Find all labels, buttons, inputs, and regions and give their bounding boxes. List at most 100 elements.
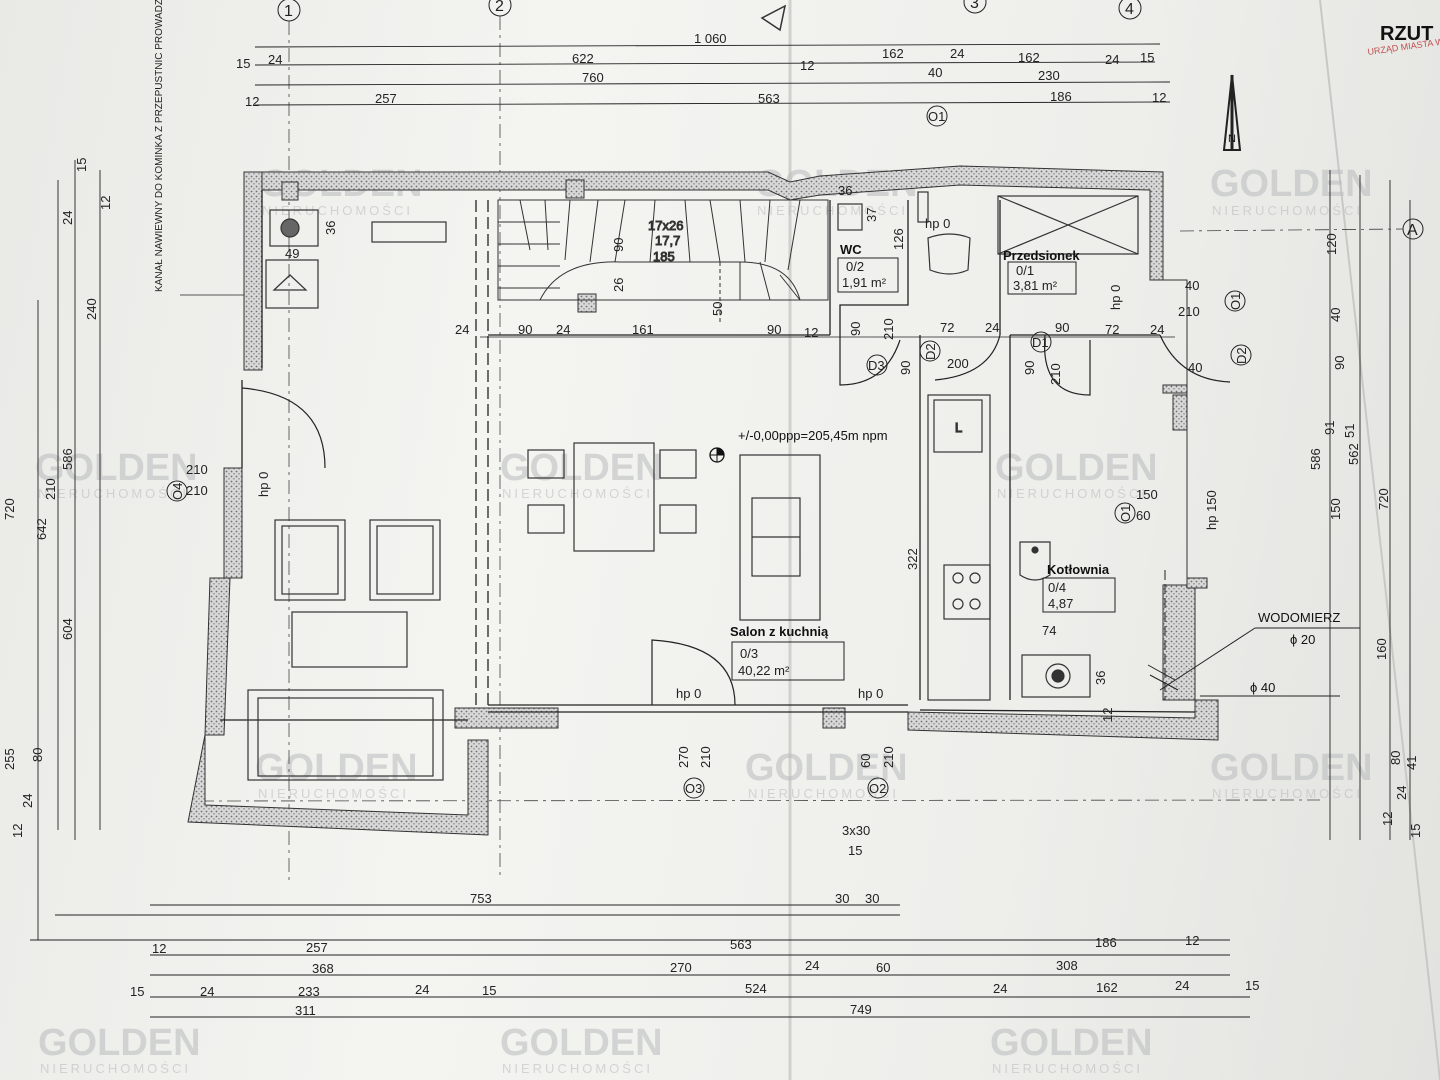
dim-text: 240 — [84, 298, 99, 320]
dim-text: 586 — [60, 448, 75, 470]
dim-text: 24 — [455, 322, 469, 337]
stairs-spec: 17x26 — [648, 218, 683, 233]
chimney-note: KANAŁ NAWIEWNY DO KOMINKA Z PRZEPUSTNIC … — [154, 0, 165, 292]
room-name-wc: WC — [840, 242, 862, 257]
level-text: +/-0,00ppp=205,45m npm — [738, 428, 888, 443]
dim-text: 586 — [1308, 448, 1323, 470]
watermark-sub: NIERUCHOMOŚCI — [1212, 786, 1363, 801]
dim-text: 72 — [1105, 322, 1119, 337]
dim-text: 12 — [245, 94, 259, 109]
water-meter-diameter: ϕ 20 — [1290, 632, 1315, 647]
dimension-lines — [30, 43, 1411, 1018]
dim-text: 186 — [1050, 89, 1072, 104]
dim-text: 72 — [940, 320, 954, 335]
opening-D2: D2 — [1234, 347, 1249, 364]
opening-D3: D3 — [868, 358, 885, 373]
room-name-przedsionek: Przedsionek — [1003, 248, 1080, 263]
dim-text: 15 — [1245, 978, 1259, 993]
dim-text: 15 — [482, 983, 496, 998]
dim-text: 80 — [1388, 751, 1403, 765]
dim-text: 36 — [1093, 671, 1108, 685]
opening-O3: O3 — [685, 781, 702, 796]
room-area-salon: 40,22 m² — [738, 663, 790, 678]
north-arrow: N — [1222, 74, 1242, 151]
dim-text: 37 — [864, 208, 879, 222]
watermark-sub: NIERUCHOMOŚCI — [997, 486, 1148, 501]
left-dimensions: 720 642 604 586 240 210 255 80 24 12 15 … — [2, 158, 113, 838]
dim-text: 562 — [1346, 443, 1361, 465]
chimney-note-text: KANAŁ NAWIEWNY DO KOMINKA Z PRZEPUSTNIC … — [154, 0, 165, 292]
opening-O1: O1 — [928, 109, 945, 124]
dim-text: 233 — [298, 984, 320, 999]
dim-text: 150 — [1136, 487, 1158, 502]
axis-label: 3 — [970, 0, 979, 12]
dim-text: 760 — [582, 70, 604, 85]
dim-text: 90 — [848, 322, 863, 336]
hp-label: hp 150 — [1204, 490, 1219, 530]
watermark-sub: NIERUCHOMOŚCI — [502, 1061, 653, 1076]
dim-text: 24 — [556, 322, 570, 337]
dim-text: 40 — [928, 65, 942, 80]
dim-text: 150 — [1328, 498, 1343, 520]
dim-text: 210 — [186, 483, 208, 498]
hp-label: hp 0 — [858, 686, 883, 701]
dim-text: 12 — [98, 196, 113, 210]
watermark-brand: GOLDEN — [38, 1022, 201, 1064]
dim-text: 15 — [848, 843, 862, 858]
level-marker: +/-0,00ppp=205,45m npm — [709, 428, 888, 463]
watermark-sub: NIERUCHOMOŚCI — [258, 786, 409, 801]
furniture: L — [247, 191, 1139, 781]
dim-text: 24 — [805, 958, 819, 973]
dim-text: 60 — [858, 754, 873, 768]
dim-text: 15 — [1140, 50, 1154, 65]
opening-O4: O4 — [170, 483, 185, 500]
dim-text: 753 — [470, 891, 492, 906]
watermark-brand: GOLDEN — [995, 447, 1158, 489]
dim-text: 74 — [1042, 623, 1056, 638]
dim-text: 162 — [1096, 980, 1118, 995]
opening-O1: O1 — [1118, 505, 1133, 522]
partitions — [220, 190, 1196, 721]
room-name-salon: Salon z kuchnią — [730, 624, 829, 639]
right-dimensions: 720 586 562 160 150 80 41 24 15 12 120 4… — [1308, 233, 1423, 838]
room-area-wc: 1,91 m² — [842, 275, 887, 290]
dim-text: 80 — [30, 748, 45, 762]
watermark-sub: NIERUCHOMOŚCI — [1212, 203, 1363, 218]
dim-text: 90 — [1332, 356, 1347, 370]
watermark-sub: NIERUCHOMOŚCI — [748, 786, 899, 801]
dim-text: 160 — [1374, 638, 1389, 660]
dim-text: 50 — [710, 302, 725, 316]
water-meter-label: WODOMIERZ — [1258, 610, 1340, 625]
dim-text: 200 — [947, 356, 969, 371]
paper-edge — [1319, 0, 1440, 1080]
dim-text: 24 — [415, 982, 429, 997]
dim-text: 720 — [1376, 488, 1391, 510]
room-number-przedsionek: 0/1 — [1016, 263, 1034, 278]
dim-text: 60 — [876, 960, 890, 975]
watermark-sub: NIERUCHOMOŚCI — [38, 486, 189, 501]
dim-text: 563 — [730, 937, 752, 952]
staircase: 17x26 17,7 185 — [497, 199, 829, 322]
dim-text: 230 — [1038, 68, 1060, 83]
boiler-symbol — [269, 209, 319, 247]
dim-text: 210 — [881, 746, 896, 768]
room-name-kotlownia: Kotłownia — [1047, 562, 1110, 577]
dim-text: 36 — [838, 183, 852, 198]
dim-text: 15 — [236, 56, 250, 71]
dim-text: 524 — [745, 981, 767, 996]
room-area-przedsionek: 3,81 m² — [1013, 278, 1058, 293]
water-meter: WODOMIERZ ϕ 20 ϕ 40 — [1147, 570, 1360, 700]
dim-text: 563 — [758, 91, 780, 106]
top-dimensions: 1 060 15 24 622 12 162 24 162 24 15 760 … — [236, 31, 1166, 109]
dim-text: 24 — [1150, 322, 1164, 337]
watermark-sub: NIERUCHOMOŚCI — [992, 1061, 1143, 1076]
dim-text: 12 — [800, 58, 814, 73]
svg-text:L: L — [955, 420, 962, 435]
dim-text: 15 — [74, 158, 89, 172]
dim-text: 162 — [1018, 50, 1040, 65]
dim-text: 1 060 — [694, 31, 727, 46]
dim-text: 3x30 — [842, 823, 870, 838]
dim-text: 24 — [1105, 52, 1119, 67]
